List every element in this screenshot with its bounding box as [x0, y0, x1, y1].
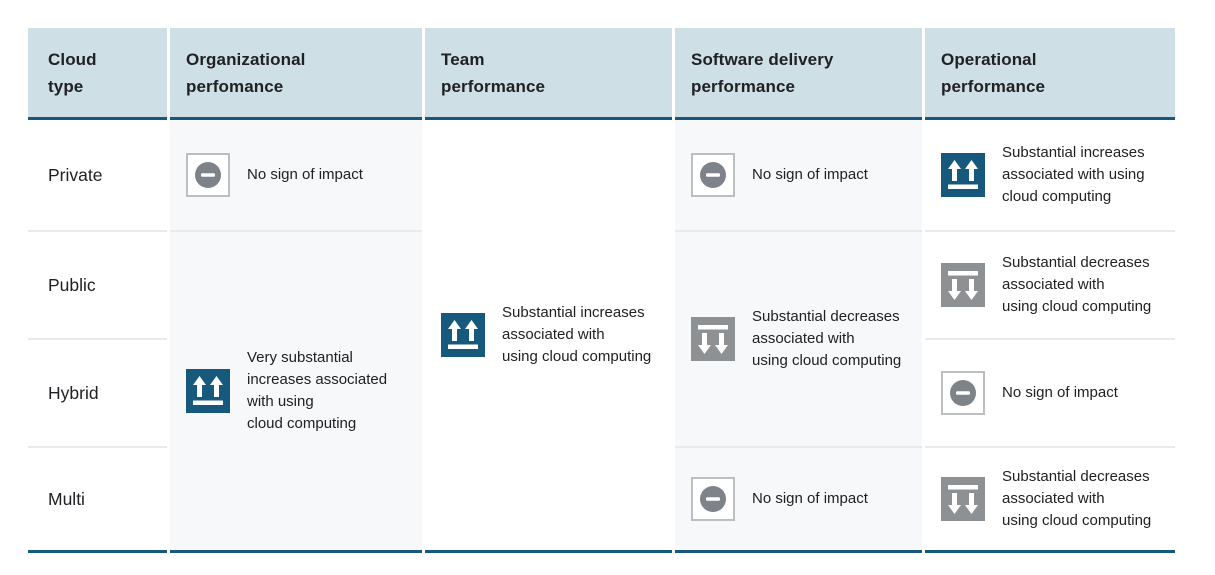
cell-text: No sign of impact — [752, 490, 868, 507]
no-impact-icon — [941, 371, 985, 415]
cell-text: No sign of impact — [1002, 384, 1118, 401]
column-header-label: Software delivery performance — [691, 49, 834, 96]
cloud-performance-table: Cloud type Organizational perfomance Tea… — [28, 28, 1175, 553]
substantial-decrease-icon — [691, 317, 735, 361]
cell-text: Substantial increases associated with us… — [502, 304, 652, 365]
cell-text: Substantial increases associated with us… — [1002, 144, 1145, 205]
substantial-increase-icon — [941, 153, 985, 197]
table-cell-op-private: Substantial increases associated with us… — [925, 120, 1175, 230]
column-header-operational-performance: Operational performance — [925, 28, 1175, 120]
column-header-label: Organizational perfomance — [186, 49, 306, 96]
column-header-organizational-performance: Organizational perfomance — [170, 28, 422, 120]
table-cell-op-hybrid: No sign of impact — [925, 338, 1175, 446]
no-impact-icon — [691, 153, 735, 197]
table-cell-op-multi: Substantial decreases associated with us… — [925, 446, 1175, 553]
cell-text: Substantial decreases associated with us… — [752, 308, 902, 369]
cell-text: Substantial decreases associated with us… — [1002, 254, 1152, 315]
row-label-hybrid: Hybrid — [28, 338, 167, 446]
table-cell-sw-multi: No sign of impact — [675, 446, 922, 553]
column-header-label: Cloud type — [48, 49, 97, 96]
substantial-decrease-icon — [941, 477, 985, 521]
column-header-label: Team performance — [441, 49, 546, 96]
row-label-public: Public — [28, 230, 167, 338]
no-impact-icon — [691, 477, 735, 521]
table-cell-sw-public-hybrid: Substantial decreases associated with us… — [675, 230, 922, 446]
cell-text: Substantial decreases associated with us… — [1002, 468, 1152, 529]
cell-text: No sign of impact — [247, 166, 363, 183]
column-header-cloud-type: Cloud type — [28, 28, 167, 120]
substantial-increase-icon — [186, 369, 230, 413]
table-cell-org-private: No sign of impact — [170, 120, 422, 230]
table-cell-team-all-rows: Substantial increases associated with us… — [425, 120, 672, 553]
no-impact-icon — [186, 153, 230, 197]
column-header-label: Operational performance — [941, 49, 1046, 96]
row-label-private: Private — [28, 120, 167, 230]
table-cell-op-public: Substantial decreases associated with us… — [925, 230, 1175, 338]
cell-text: No sign of impact — [752, 166, 868, 183]
table-cell-sw-private: No sign of impact — [675, 120, 922, 230]
row-label-multi: Multi — [28, 446, 167, 553]
column-header-software-delivery-performance: Software delivery performance — [675, 28, 922, 120]
table-cell-org-public-hybrid-multi: Very substantial increases associated wi… — [170, 230, 422, 553]
substantial-decrease-icon — [941, 263, 985, 307]
cell-text: Very substantial increases associated wi… — [247, 349, 388, 432]
substantial-increase-icon — [441, 313, 485, 357]
column-header-team-performance: Team performance — [425, 28, 672, 120]
